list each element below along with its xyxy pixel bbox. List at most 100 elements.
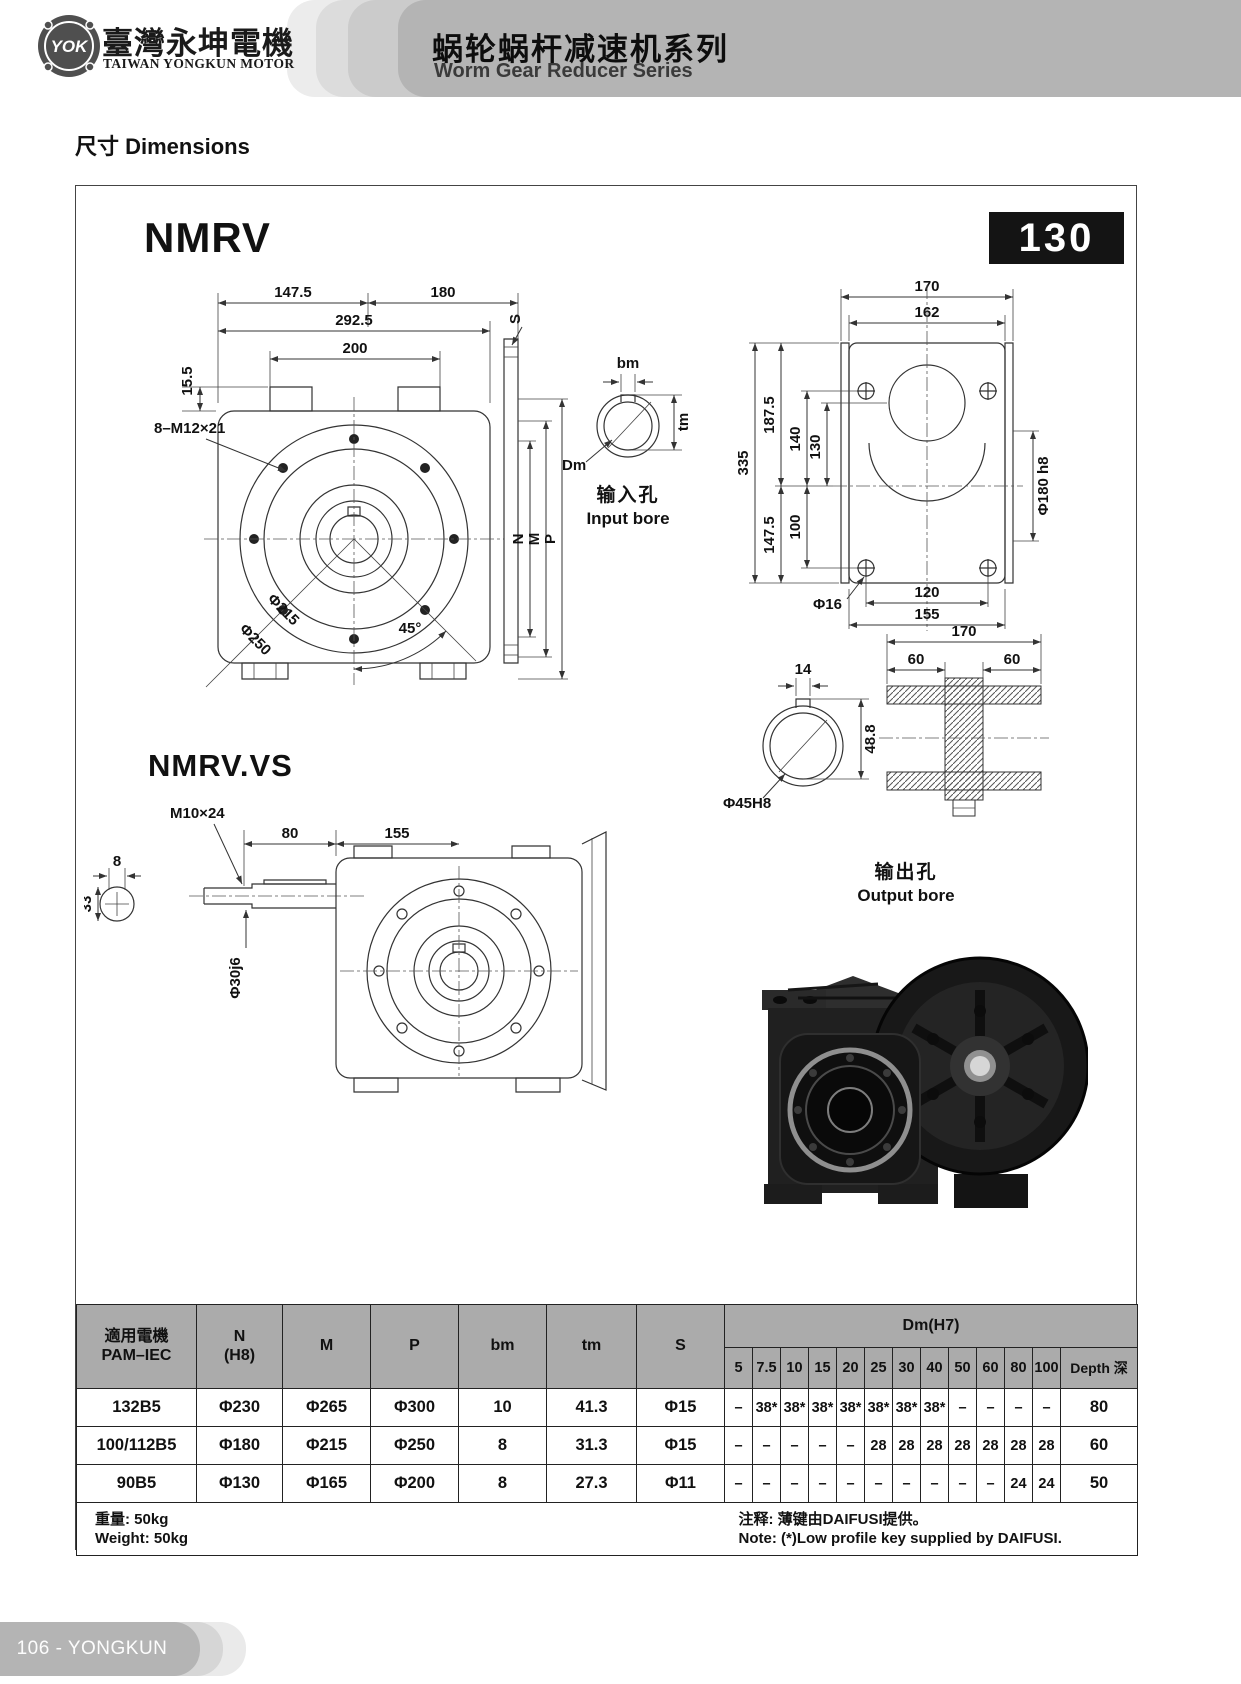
cell: 60	[1060, 1426, 1138, 1465]
cell: –	[724, 1388, 753, 1427]
cell: 41.3	[546, 1388, 637, 1427]
cell: –	[948, 1464, 977, 1503]
cell: 38*	[780, 1388, 809, 1427]
cell: 10	[458, 1388, 547, 1427]
dim-187-5: 187.5	[761, 396, 778, 434]
dim-155-side: 155	[914, 606, 939, 623]
cell: –	[836, 1464, 865, 1503]
cell: 38*	[920, 1388, 949, 1427]
cell: 38*	[808, 1388, 837, 1427]
col-header-dm-10: 10	[780, 1347, 809, 1389]
cell: 38*	[836, 1388, 865, 1427]
nmrv-vs-drawing: 8 33 M10×24 80 155 Φ30j6	[84, 805, 659, 1096]
cell: 132B5	[76, 1388, 197, 1427]
product-photo	[762, 938, 1088, 1208]
dim-147-5: 147.5	[274, 284, 312, 301]
output-section: 170 60 60	[879, 626, 1049, 816]
cell: –	[1004, 1388, 1033, 1427]
output-bore-caption: 输出孔 Output bore	[821, 861, 991, 906]
dim-bm: bm	[617, 356, 640, 372]
output-bore-drawing: 14 Φ45H8 48.8 170 60 60	[723, 626, 1054, 861]
col-header-dm-100: 100	[1032, 1347, 1061, 1389]
company-name-zh: 臺灣永坤電機	[102, 26, 294, 61]
dim-155: 155	[384, 825, 409, 842]
dim-14: 14	[795, 661, 812, 678]
dim-80: 80	[282, 825, 299, 842]
dim-60a: 60	[908, 651, 925, 668]
header-band-main	[398, 0, 1241, 97]
vs-shaft-end: 8 33	[84, 853, 141, 921]
dim-8: 8	[113, 853, 121, 870]
input-bore-caption: 输入孔 Input bore	[546, 484, 710, 529]
vs-flange	[582, 832, 606, 1090]
col-header-tm: tm	[546, 1304, 637, 1389]
cell: Φ200	[370, 1464, 459, 1503]
output-bore-caption-en: Output bore	[857, 885, 955, 905]
dim-335: 335	[735, 450, 752, 475]
col-header-bm: bm	[458, 1304, 547, 1389]
cell: 38*	[892, 1388, 921, 1427]
cell: –	[948, 1388, 977, 1427]
col-header-dm-50: 50	[948, 1347, 977, 1389]
company-name-en: TAIWAN YONGKUN MOTOR	[103, 56, 295, 71]
col-header-dm-80: 80	[1004, 1347, 1033, 1389]
dim-p: P	[542, 534, 559, 544]
cell: –	[808, 1426, 837, 1465]
cell: 80	[1060, 1388, 1138, 1427]
cell: –	[808, 1464, 837, 1503]
series-title-zh: 蜗轮蜗杆减速机系列	[432, 32, 729, 67]
cell: 8	[458, 1426, 547, 1465]
dim-130: 130	[807, 434, 824, 459]
cell: 31.3	[546, 1426, 637, 1465]
side-view-body	[833, 285, 1023, 631]
cell: –	[892, 1464, 921, 1503]
cell: Φ215	[282, 1426, 371, 1465]
cell: 28	[864, 1426, 893, 1465]
dim-m: M	[526, 533, 543, 546]
dim-bolts: 8–M12×21	[154, 420, 225, 437]
cell: Φ230	[196, 1388, 283, 1427]
cell: 28	[1004, 1426, 1033, 1465]
cell: –	[752, 1426, 781, 1465]
size-badge: 130	[989, 212, 1124, 264]
dim-147-5: 147.5	[761, 516, 778, 554]
cell: –	[780, 1426, 809, 1465]
col-header-dm-5: 5	[724, 1347, 753, 1389]
dim-48-8: 48.8	[862, 724, 879, 753]
nmrv-dimension-lines	[182, 293, 518, 411]
col-header-m: M	[282, 1304, 371, 1389]
cell: 27.3	[546, 1464, 637, 1503]
company-logo-icon: YOK	[38, 15, 100, 77]
cell: Φ15	[636, 1426, 725, 1465]
cell: Φ180	[196, 1426, 283, 1465]
cell: Φ165	[282, 1464, 371, 1503]
cell: –	[724, 1426, 753, 1465]
cell: –	[864, 1464, 893, 1503]
cell: Φ130	[196, 1464, 283, 1503]
cell: –	[752, 1464, 781, 1503]
dim-100: 100	[787, 514, 804, 539]
cell: 28	[948, 1426, 977, 1465]
cell: –	[920, 1464, 949, 1503]
dim-180: 180	[430, 284, 455, 301]
dim-120: 120	[914, 584, 939, 601]
col-header-dm-25: 25	[864, 1347, 893, 1389]
cell: Φ11	[636, 1464, 725, 1503]
footer-band-main: 106 - YONGKUN	[0, 1622, 200, 1676]
cell: Φ250	[370, 1426, 459, 1465]
side-view-drawing: 170 162 335 187.5	[735, 281, 1052, 636]
dimensions-box: NMRV 130 147.5 180 292.5 200 15.5	[75, 185, 1138, 1556]
dim-292-5: 292.5	[335, 312, 373, 329]
dim-dia30: Φ30j6	[227, 957, 244, 999]
dim-dm: Dm	[562, 457, 586, 474]
cell: 90B5	[76, 1464, 197, 1503]
nmrv-front-drawing: 147.5 180 292.5 200 15.5	[154, 284, 576, 701]
dim-dia45: Φ45H8	[723, 795, 771, 812]
cell: 38*	[864, 1388, 893, 1427]
model-title-nmrv-vs: NMRV.VS	[148, 748, 293, 783]
